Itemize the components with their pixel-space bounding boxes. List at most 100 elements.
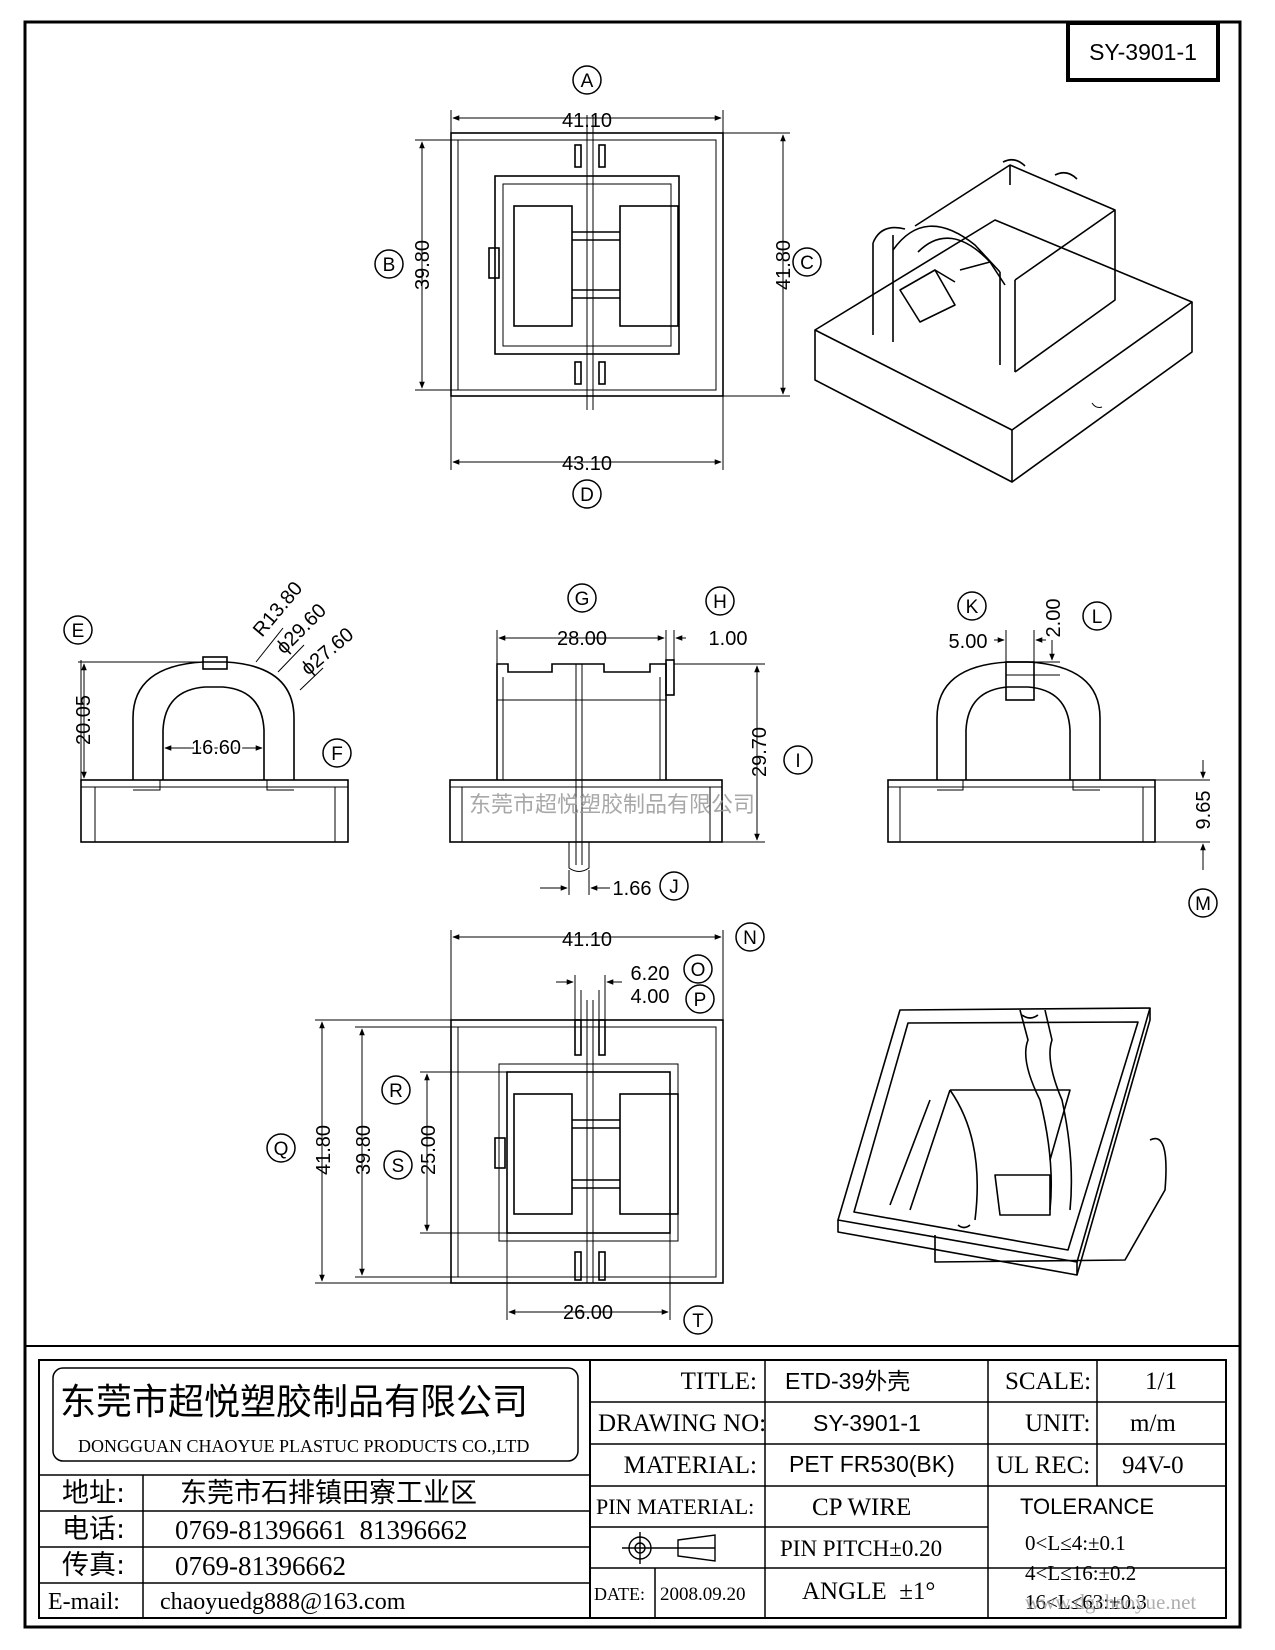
unit-value: m/m [1130, 1410, 1176, 1437]
title-label: TITLE: [680, 1368, 757, 1395]
svg-text:A: A [581, 71, 594, 92]
dim-r2: 25.00 [418, 1125, 440, 1175]
date-label: DATE: [594, 1584, 645, 1604]
dim-k: 5.00 [949, 631, 988, 653]
material-label: MATERIAL: [623, 1452, 757, 1479]
callout-n: N [735, 922, 765, 952]
front-view-dims [496, 630, 765, 895]
dim-l: 2.00 [1043, 599, 1065, 638]
drawing-no-label: DRAWING NO: [598, 1410, 767, 1437]
svg-text:O: O [691, 960, 706, 981]
address-label: 地址: [62, 1478, 126, 1509]
drawing-number: SY-3901-1 [1089, 39, 1197, 65]
callout-c: C [792, 247, 822, 277]
svg-text:T: T [692, 1311, 704, 1332]
svg-text:I: I [795, 751, 800, 772]
svg-text:G: G [575, 589, 590, 610]
svg-text:M: M [1195, 894, 1211, 915]
dim-g: 28.00 [557, 628, 607, 650]
website-watermark: www.dgchaoyue.net [1025, 1590, 1197, 1614]
dim-c: 41.80 [773, 240, 795, 290]
tolerance-label: TOLERANCE [1020, 1494, 1155, 1519]
fax-label: 传真: [62, 1550, 126, 1581]
callout-m: M [1188, 888, 1218, 918]
svg-text:P: P [694, 990, 707, 1011]
callout-q: Q [266, 1133, 296, 1163]
dim-j: 1.66 [613, 878, 652, 900]
svg-text:F: F [331, 744, 343, 765]
svg-text:Q: Q [274, 1139, 289, 1160]
side-view-right-dims [994, 630, 1210, 870]
ul-value: 94V-0 [1122, 1452, 1184, 1479]
email-label: E-mail: [48, 1589, 120, 1615]
ul-label: UL REC: [996, 1452, 1091, 1479]
side-view-left [80, 656, 349, 843]
company-name-cn: 东莞市超悦塑胶制品有限公司 [60, 1382, 529, 1423]
dim-f: 16.60 [191, 737, 241, 759]
unit-label: UNIT: [1025, 1410, 1091, 1437]
outer-border [23, 20, 1242, 1629]
dim-i: 29.70 [749, 727, 771, 777]
dim-a: 41.10 [562, 110, 612, 132]
svg-text:C: C [800, 253, 814, 274]
callout-j: J [659, 871, 689, 901]
iso-view-top [814, 158, 1193, 483]
svg-text:K: K [966, 597, 979, 618]
dim-h: 1.00 [709, 628, 748, 650]
callout-r: R [381, 1075, 411, 1105]
callout-t: T [683, 1305, 713, 1335]
dim-b: 39.80 [412, 240, 434, 290]
side-view-right [887, 661, 1156, 843]
pin-material-value: CP WIRE [812, 1494, 912, 1521]
dim-b2: 39.80 [353, 1125, 375, 1175]
callout-b: B [374, 249, 404, 279]
callout-h: H [705, 586, 735, 616]
callout-k: K [957, 591, 987, 621]
drawing-no-value: SY-3901-1 [813, 1410, 921, 1436]
dim-q: 41.80 [313, 1125, 335, 1175]
callout-l: L [1082, 601, 1112, 631]
tolerance-2: 4<L≤16:±0.2 [1025, 1561, 1137, 1585]
svg-text:J: J [669, 877, 679, 898]
scale-value: 1/1 [1145, 1368, 1177, 1395]
pin-material-label: PIN MATERIAL: [596, 1494, 755, 1519]
dim-t: 26.00 [563, 1302, 613, 1324]
material-value: PET FR530(BK) [789, 1451, 955, 1477]
phone-value: 0769-81396661 81396662 [175, 1515, 468, 1545]
top-view [450, 115, 724, 410]
svg-text:B: B [383, 255, 396, 276]
callout-s: S [383, 1150, 413, 1180]
svg-text:D: D [580, 485, 594, 506]
svg-text:N: N [743, 928, 757, 949]
front-view [449, 659, 723, 872]
date-value: 2008.09.20 [660, 1584, 746, 1605]
dim-m: 9.65 [1193, 791, 1215, 830]
address-value: 东莞市石排镇田寮工业区 [180, 1478, 477, 1509]
title-value: ETD-39外壳 [785, 1368, 911, 1394]
callout-e: E [63, 615, 93, 645]
top-view-dims [415, 110, 790, 470]
svg-text:S: S [392, 1156, 405, 1177]
dim-o: 6.20 [631, 963, 670, 985]
email-value: chaoyuedg888@163.com [160, 1589, 406, 1615]
scale-label: SCALE: [1005, 1368, 1092, 1395]
title-block-grid [25, 1345, 1240, 1619]
callout-f: F [322, 738, 352, 768]
phone-label: 电话: [62, 1514, 126, 1545]
tolerance-1: 0<L≤4:±0.1 [1025, 1531, 1126, 1555]
dim-p: 4.00 [631, 986, 670, 1008]
svg-text:E: E [72, 621, 85, 642]
callout-g: G [567, 583, 597, 613]
watermark: 东莞市超悦塑胶制品有限公司 [469, 793, 755, 818]
dim-n: 41.10 [562, 929, 612, 951]
dim-e: 20.05 [73, 695, 95, 745]
side-view-left-dims [78, 627, 324, 780]
drawing-number-box [1066, 21, 1220, 82]
dim-d: 43.10 [562, 453, 612, 475]
iso-view-bottom [837, 1007, 1167, 1276]
callout-d: D [572, 479, 602, 509]
bottom-view-dims [315, 930, 724, 1320]
svg-text:R: R [389, 1081, 403, 1102]
callout-i: I [783, 745, 813, 775]
